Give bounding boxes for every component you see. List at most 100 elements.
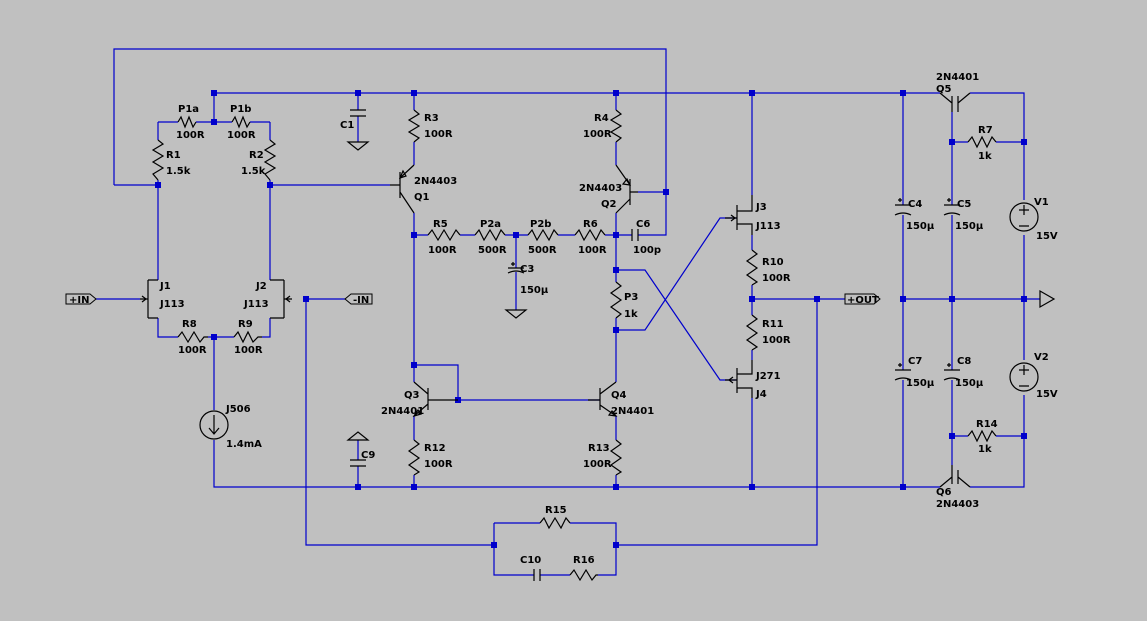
label-r13: R13 [588, 443, 610, 454]
value-p1b: 100R [227, 130, 256, 141]
capacitor-c5 [943, 198, 961, 216]
port-in-minus-label: -IN [353, 295, 369, 306]
label-q2-type: 2N4403 [579, 183, 622, 194]
value-c3: 150µ [520, 285, 549, 296]
label-r16: R16 [573, 555, 595, 566]
resistor-p2b [527, 228, 559, 242]
port-in-plus-label: +IN [69, 295, 89, 306]
value-p1a: 100R [176, 130, 205, 141]
label-q6: Q6 [936, 487, 952, 498]
value-c5: 150µ [955, 221, 984, 232]
resistor-r10 [745, 249, 759, 286]
label-r4: R4 [594, 113, 609, 124]
resistor-r13 [609, 439, 623, 476]
value-r7: 1k [978, 151, 992, 162]
transistor-q3 [412, 381, 458, 418]
value-j3: J113 [755, 221, 781, 232]
capacitor-c4 [894, 198, 912, 216]
resistor-p1b [231, 115, 251, 129]
label-p2a: P2a [480, 219, 501, 230]
label-r2: R2 [249, 150, 264, 161]
label-r6: R6 [583, 219, 598, 230]
label-q5-type: 2N4401 [936, 72, 979, 83]
value-j4: J271 [755, 371, 781, 382]
port-out-plus-shape [844, 293, 881, 305]
voltage-source-v2 [1009, 362, 1039, 392]
label-r12: R12 [424, 443, 446, 454]
resistor-r11 [745, 314, 759, 351]
value-c4: 150µ [906, 221, 935, 232]
transistor-q2 [615, 164, 638, 214]
current-source-j506 [199, 410, 229, 440]
resistor-r9 [233, 330, 262, 344]
label-j3: J3 [755, 202, 767, 213]
label-r7: R7 [978, 125, 993, 136]
label-c6: C6 [636, 219, 650, 230]
label-r9: R9 [238, 319, 253, 330]
wires [96, 48, 1040, 576]
value-r1: 1.5k [166, 166, 191, 177]
value-r3: 100R [424, 129, 453, 140]
value-r6: 100R [578, 245, 607, 256]
value-p2a: 500R [478, 245, 507, 256]
resistor-p1a [177, 115, 197, 129]
label-j506: J506 [225, 404, 251, 415]
value-r8: 100R [178, 345, 207, 356]
label-r1: R1 [166, 150, 181, 161]
transistor-q4 [588, 381, 618, 417]
transistor-q1 [390, 164, 415, 214]
label-r3: R3 [424, 113, 439, 124]
voltage-source-v1 [1009, 202, 1039, 232]
port-in-plus-shape [65, 293, 97, 305]
transistor-q6 [939, 465, 971, 488]
label-q6-type: 2N4403 [936, 499, 979, 510]
grounds [346, 141, 1056, 441]
ground-main [1039, 289, 1056, 309]
label-q3: Q3 [404, 390, 420, 401]
resistor-r6 [574, 228, 606, 242]
port-in-minus-shape [344, 293, 373, 305]
value-j2: J113 [243, 299, 269, 310]
label-c10: C10 [520, 555, 541, 566]
label-p2b: P2b [530, 219, 551, 230]
label-q2: Q2 [601, 199, 617, 210]
value-r10: 100R [762, 273, 791, 284]
jfet-j4 [725, 360, 753, 398]
value-r14: 1k [978, 444, 992, 455]
label-j1: J1 [159, 281, 171, 292]
ground-c9 [346, 431, 370, 441]
resistors [151, 109, 997, 582]
ground-c3 [504, 309, 528, 319]
label-q5: Q5 [936, 84, 952, 95]
label-q1: Q1 [414, 192, 430, 203]
resistor-r8 [177, 330, 208, 344]
label-c9: C9 [361, 450, 375, 461]
capacitor-c9 [350, 459, 366, 467]
port-out-plus-label: +OUT [847, 295, 879, 306]
capacitor-c10 [533, 569, 541, 581]
label-r8: R8 [182, 319, 197, 330]
label-r5: R5 [433, 219, 448, 230]
capacitor-c1 [350, 109, 366, 117]
label-r15: R15 [545, 505, 567, 516]
capacitor-c3 [507, 262, 525, 274]
label-c1: C1 [340, 120, 354, 131]
jfet-j2 [270, 279, 292, 319]
label-r10: R10 [762, 257, 784, 268]
label-c7: C7 [908, 356, 922, 367]
value-c6: 100p [633, 245, 661, 256]
label-r11: R11 [762, 319, 784, 330]
label-c4: C4 [908, 199, 922, 210]
resistor-p3 [609, 281, 623, 319]
labels: +IN -IN +OUT P1a 100R P1b 100R R1 1.5k R… [69, 72, 1058, 566]
value-r4: 100R [583, 129, 612, 140]
transistor-q5 [939, 92, 971, 112]
value-r9: 100R [234, 345, 263, 356]
label-r14: R14 [976, 419, 998, 430]
resistor-r16 [569, 568, 598, 582]
value-r11: 100R [762, 335, 791, 346]
resistor-r15 [539, 516, 571, 530]
value-p3: 1k [624, 309, 638, 320]
value-c7: 150µ [906, 378, 935, 389]
